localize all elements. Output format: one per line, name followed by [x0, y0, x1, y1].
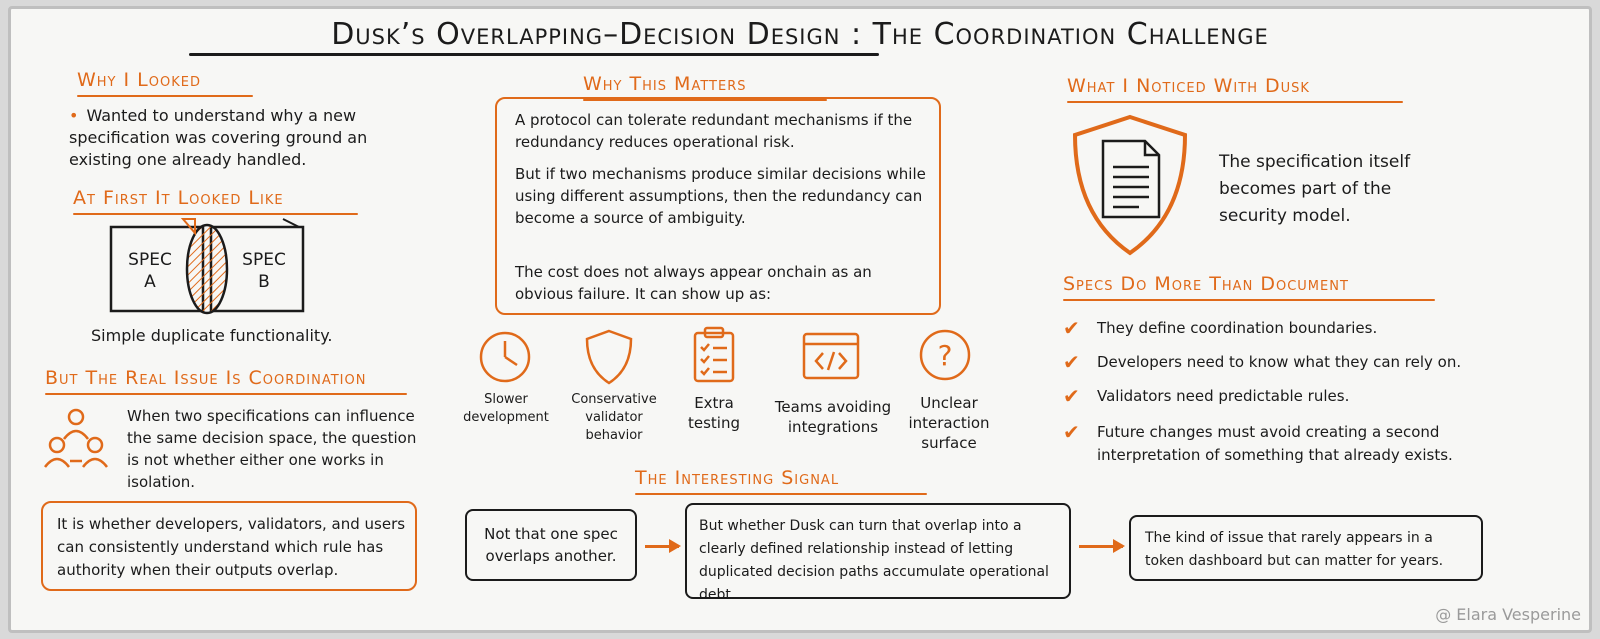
shield-document-icon — [1072, 114, 1188, 256]
icon-label-line: Extra — [694, 394, 734, 412]
shield-icon — [585, 329, 633, 385]
heading-text: Specs Do More Than Document — [1063, 273, 1349, 295]
arrow-2 — [1079, 539, 1125, 553]
icon-label-line: Conservative — [571, 392, 657, 407]
signal-box-2-text: But whether Dusk can turn that overlap i… — [699, 518, 1049, 603]
noticed-text: The specification itself becomes part of… — [1219, 152, 1411, 226]
authority-callout: It is whether developers, validators, an… — [41, 501, 417, 591]
heading-interesting-signal: The Interesting Signal — [635, 467, 927, 495]
icon-label-line: integrations — [787, 418, 879, 436]
heading-why-i-looked: Why I Looked — [77, 69, 253, 97]
code-window-icon — [802, 332, 860, 380]
check-icon: ✔ — [1063, 420, 1080, 444]
why-matters-box: A protocol can tolerate redundant mechan… — [495, 97, 941, 315]
heading-text: Why I Looked — [77, 69, 201, 91]
signal-box-1-text: Not that one spec overlaps another. — [484, 525, 618, 565]
signal-box-3: The kind of issue that rarely appears in… — [1129, 515, 1483, 581]
arrow-1 — [645, 539, 681, 553]
page-title: Dusk’s Overlapping–Decision Design : The… — [331, 17, 1269, 52]
heading-text: At First It Looked Like — [73, 187, 284, 209]
icon-label-line: Unclear — [920, 394, 978, 412]
icon-label-extra-testing: Extra testing — [659, 393, 769, 433]
check-icon: ✔ — [1063, 350, 1080, 374]
check-item-4: Future changes must avoid creating a sec… — [1097, 423, 1453, 464]
signal-box-3-text: The kind of issue that rarely appears in… — [1145, 530, 1444, 569]
icon-label-line: development — [463, 410, 549, 425]
watermark: @ Elara Vesperine — [1435, 605, 1581, 624]
heading-text: But The Real Issue Is Coordination — [45, 367, 367, 389]
spec-b-line1: SPEC — [242, 250, 286, 270]
signal-box-1: Not that one spec overlaps another. — [465, 509, 637, 581]
icon-label-line: interaction — [908, 414, 990, 432]
heading-underline — [635, 493, 927, 495]
spec-a-line1: SPEC — [128, 250, 172, 270]
heading-text: The Interesting Signal — [635, 467, 840, 489]
icon-label-line: testing — [687, 414, 740, 432]
clipboard-checklist-icon — [693, 326, 735, 383]
spec-a-line2: A — [144, 272, 156, 292]
spec-b-label: SPEC B — [229, 249, 299, 293]
clock-icon — [479, 331, 531, 383]
icon-label-teams: Teams avoiding integrations — [771, 397, 895, 437]
matters-p3: The cost does not always appear onchain … — [515, 263, 872, 303]
spec-b-fold — [282, 218, 300, 228]
svg-text:?: ? — [938, 339, 953, 372]
heading-underline — [73, 213, 358, 215]
heading-underline — [583, 99, 827, 101]
spec-a-fold — [180, 218, 196, 236]
heading-underline — [77, 95, 253, 97]
heading-noticed: What I Noticed With Dusk — [1067, 75, 1403, 103]
heading-underline — [1063, 299, 1435, 301]
heading-why-matters: Why This Matters — [583, 73, 827, 101]
icon-label-slower: Slower development — [451, 391, 561, 427]
heading-text: What I Noticed With Dusk — [1067, 75, 1310, 97]
icon-label-conservative: Conservative validator behavior — [559, 391, 669, 445]
heading-real-issue: But The Real Issue Is Coordination — [45, 367, 407, 395]
spec-b-line2: B — [258, 272, 270, 292]
icon-label-line: surface — [921, 434, 977, 452]
matters-p1: A protocol can tolerate redundant mechan… — [515, 111, 913, 151]
icon-label-unclear: Unclear interaction surface — [899, 393, 999, 453]
spec-a-label: SPEC A — [115, 249, 185, 293]
matters-p2: But if two mechanisms produce similar de… — [515, 165, 926, 227]
title-underline — [189, 53, 879, 56]
diagram-caption: Simple duplicate functionality. — [91, 326, 333, 345]
whiteboard: Dusk’s Overlapping–Decision Design : The… — [8, 6, 1592, 633]
icon-label-line: Teams avoiding — [774, 398, 892, 416]
spec-overlap-diagram — [109, 218, 305, 315]
authority-callout-text: It is whether developers, validators, an… — [57, 515, 406, 579]
heading-text: Why This Matters — [583, 73, 747, 95]
heading-at-first: At First It Looked Like — [73, 187, 358, 215]
question-icon: ? — [919, 329, 971, 381]
overlap-ellipse — [185, 223, 229, 315]
check-item-2: Developers need to know what they can re… — [1097, 353, 1462, 371]
heading-underline — [45, 393, 407, 395]
check-item-1: They define coordination boundaries. — [1097, 319, 1378, 337]
real-issue-text: When two specifications can influence th… — [127, 407, 417, 491]
icon-label-line: Slower — [484, 392, 528, 407]
heading-underline — [1067, 101, 1403, 103]
signal-box-2: But whether Dusk can turn that overlap i… — [685, 503, 1071, 603]
people-network-icon — [44, 408, 108, 468]
check-icon: ✔ — [1063, 316, 1080, 340]
check-item-3: Validators need predictable rules. — [1097, 387, 1350, 405]
check-icon: ✔ — [1063, 384, 1080, 408]
heading-specs-do-more: Specs Do More Than Document — [1063, 273, 1435, 301]
why-bullet: Wanted to understand why a new specifica… — [69, 105, 419, 171]
icon-label-line: behavior — [585, 428, 643, 443]
icon-label-line: validator — [585, 410, 643, 425]
